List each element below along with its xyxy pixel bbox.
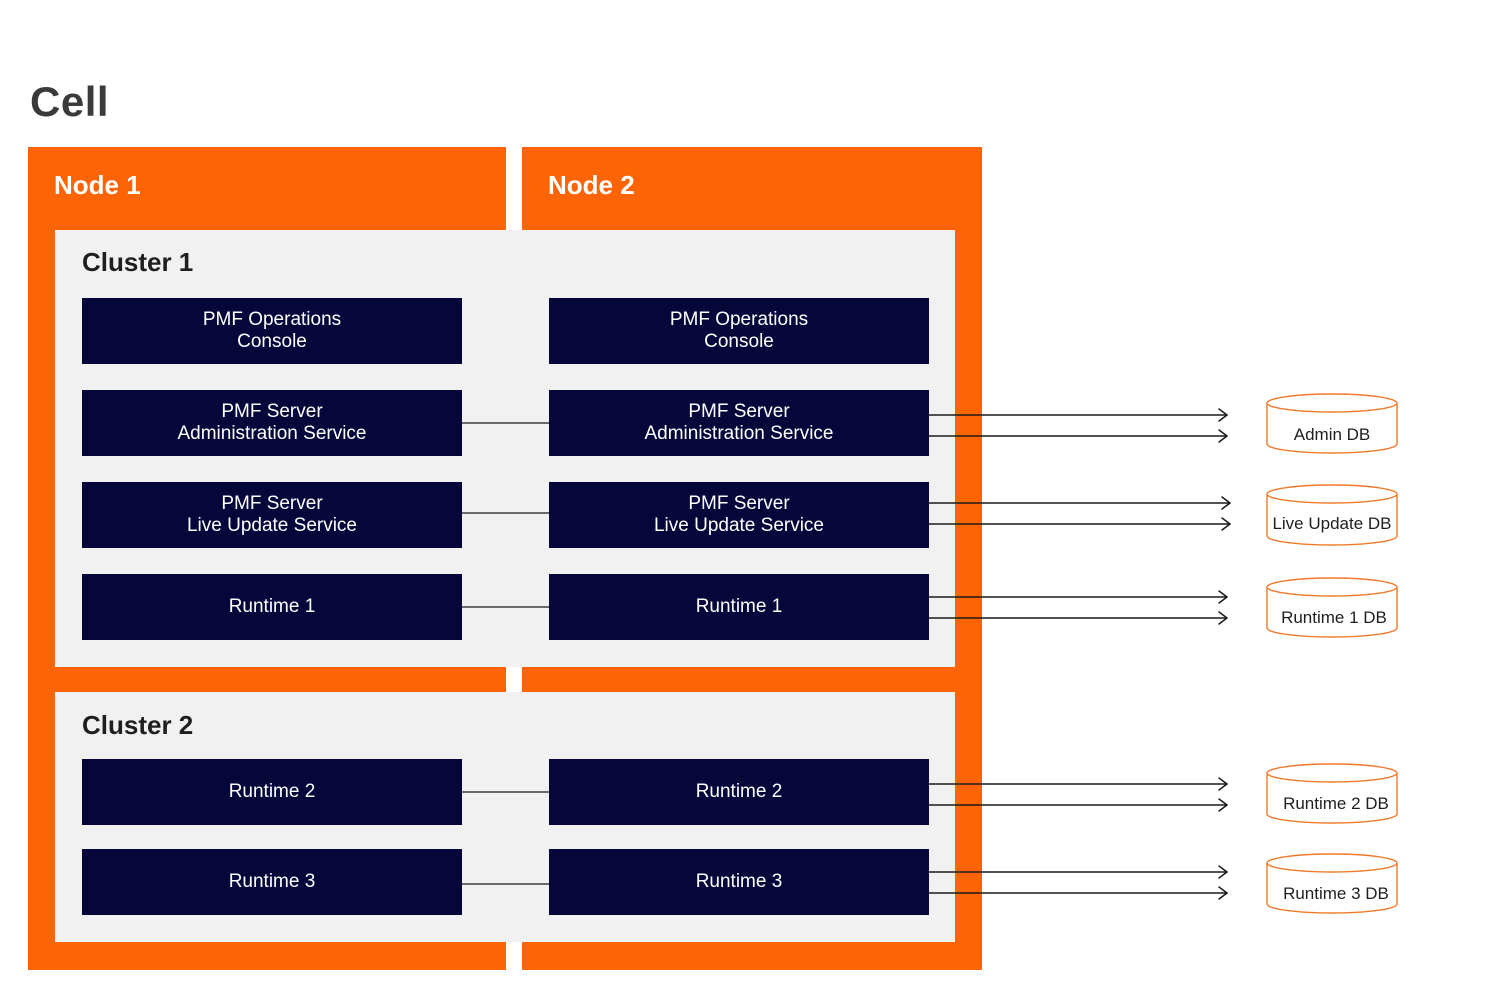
live-update-db-icon bbox=[1266, 484, 1398, 546]
node1-runtime2-box: Runtime 2 bbox=[82, 759, 462, 825]
node1-admin-service-line1: PMF Server bbox=[221, 401, 323, 422]
node2-ops-console-line2: Console bbox=[704, 331, 774, 352]
node1-live-update-line2: Live Update Service bbox=[186, 515, 358, 536]
node2-live-update-line2: Live Update Service bbox=[653, 515, 825, 536]
node2-admin-service-box: PMF Server Administration Service bbox=[549, 390, 929, 456]
node1-admin-service-box: PMF Server Administration Service bbox=[82, 390, 462, 456]
runtime2-db-label: Runtime 2 DB bbox=[1283, 794, 1389, 813]
node2-ops-console-line1: PMF Operations bbox=[669, 309, 809, 330]
runtime1-db-icon bbox=[1266, 577, 1398, 638]
node-2-title: Node 2 bbox=[548, 170, 635, 200]
node1-runtime2-label: Runtime 2 bbox=[228, 781, 316, 802]
arrows-runtime2-db bbox=[928, 777, 1228, 812]
node1-runtime3-box: Runtime 3 bbox=[82, 849, 462, 915]
node-1-title: Node 1 bbox=[54, 170, 141, 200]
node2-live-update-line1: PMF Server bbox=[688, 493, 790, 514]
node1-ops-console-line2: Console bbox=[237, 331, 307, 352]
node2-runtime3-label: Runtime 3 bbox=[695, 871, 783, 892]
node1-ops-console-box: PMF Operations Console bbox=[82, 298, 462, 364]
cluster-2-title: Cluster 2 bbox=[82, 710, 194, 740]
node1-runtime3-label: Runtime 3 bbox=[228, 871, 316, 892]
node2-runtime3-box: Runtime 3 bbox=[549, 849, 929, 915]
runtime3-db-icon bbox=[1266, 853, 1398, 914]
node2-runtime2-label: Runtime 2 bbox=[695, 781, 783, 802]
node1-runtime1-label: Runtime 1 bbox=[228, 596, 316, 617]
live-update-db-label: Live Update DB bbox=[1272, 514, 1391, 533]
node1-admin-service-line2: Administration Service bbox=[177, 423, 367, 444]
node2-runtime2-box: Runtime 2 bbox=[549, 759, 929, 825]
node2-admin-service-line2: Administration Service bbox=[644, 423, 834, 444]
arrows-runtime1-db bbox=[928, 590, 1228, 625]
node1-live-update-box: PMF Server Live Update Service bbox=[82, 482, 462, 548]
node2-admin-service-line1: PMF Server bbox=[688, 401, 790, 422]
admin-db-label: Admin DB bbox=[1294, 425, 1371, 444]
cell-title: Cell bbox=[30, 78, 110, 125]
admin-db-icon bbox=[1266, 393, 1398, 454]
node2-live-update-box: PMF Server Live Update Service bbox=[549, 482, 929, 548]
node1-runtime1-box: Runtime 1 bbox=[82, 574, 462, 640]
runtime2-db-icon bbox=[1266, 763, 1398, 824]
runtime1-db-label: Runtime 1 DB bbox=[1281, 608, 1387, 627]
arrows-admin-db bbox=[928, 408, 1228, 443]
node2-ops-console-box: PMF Operations Console bbox=[549, 298, 929, 364]
node2-runtime1-label: Runtime 1 bbox=[695, 596, 783, 617]
arrows-live-update-db bbox=[928, 496, 1231, 531]
node1-ops-console-line1: PMF Operations bbox=[202, 309, 342, 330]
runtime3-db-label: Runtime 3 DB bbox=[1283, 884, 1389, 903]
arrows-runtime3-db bbox=[928, 865, 1228, 900]
node2-runtime1-box: Runtime 1 bbox=[549, 574, 929, 640]
cluster-1-title: Cluster 1 bbox=[82, 247, 194, 277]
node1-live-update-line1: PMF Server bbox=[221, 493, 323, 514]
